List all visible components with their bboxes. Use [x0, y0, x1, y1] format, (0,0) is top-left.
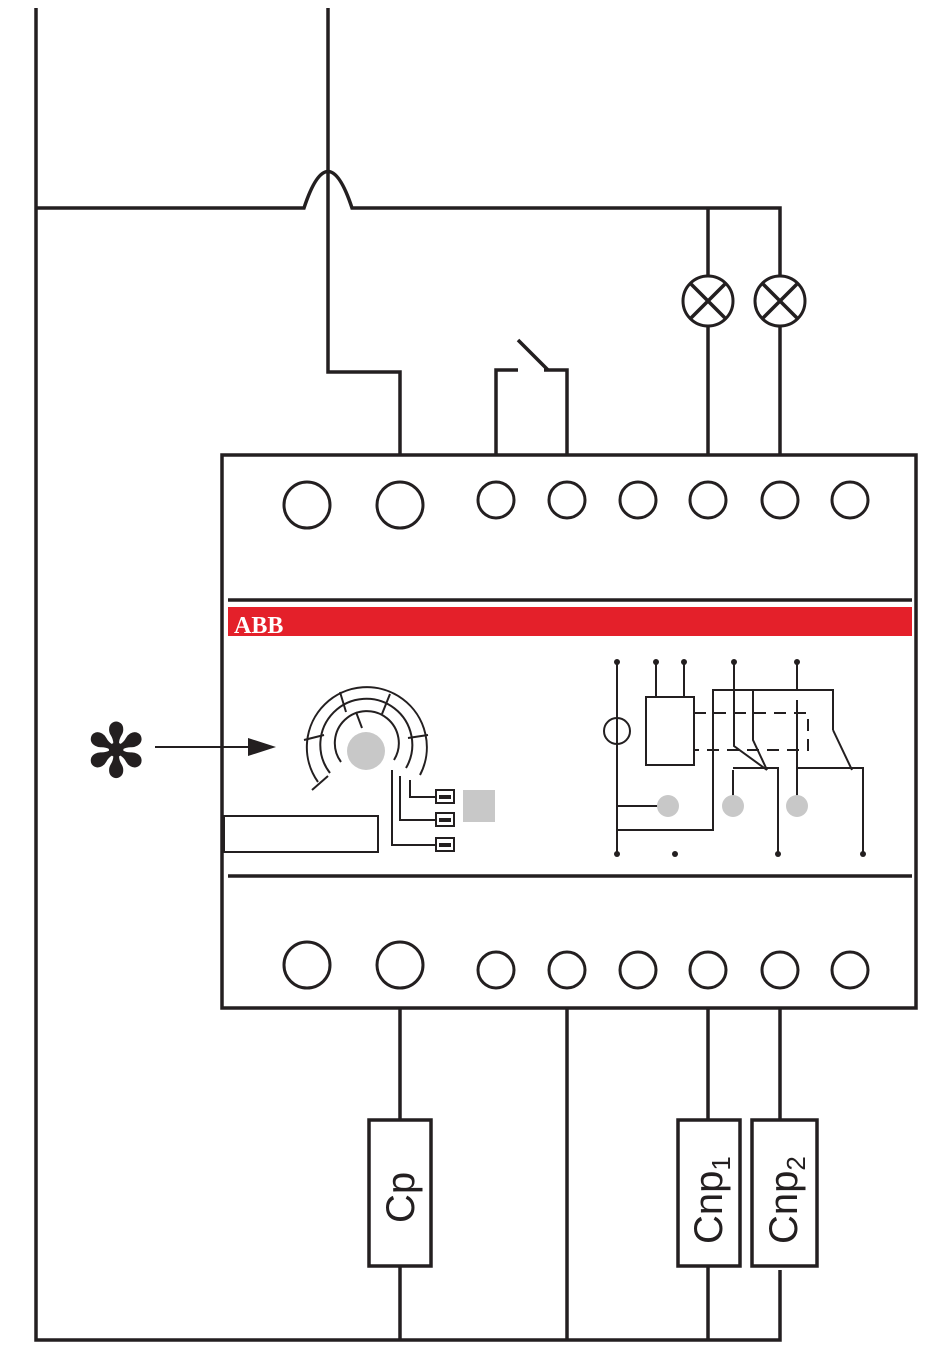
- terminal: [832, 952, 868, 988]
- terminal: [478, 482, 514, 518]
- terminal: [620, 482, 656, 518]
- terminal: [549, 952, 585, 988]
- terminal: [284, 942, 330, 988]
- terminal: [762, 952, 798, 988]
- lamp-icon: [683, 276, 733, 326]
- load-subscript-cnp2: 2: [781, 1156, 811, 1170]
- terminal: [832, 482, 868, 518]
- brand-bar: [228, 607, 912, 636]
- load-cnp2: Cnp2: [752, 1120, 817, 1266]
- brand-logo: ABB: [234, 613, 283, 639]
- incoming-wire-terminal-2: [328, 8, 400, 480]
- asterisk-symbol: ✻: [86, 712, 146, 792]
- indicator-square: [463, 790, 495, 822]
- load-label-cnp2: Cnp: [762, 1171, 806, 1244]
- terminal: [620, 952, 656, 988]
- load-label-cp: Cp: [379, 1172, 423, 1223]
- load-cnp1: Cnp1: [678, 1120, 740, 1266]
- lamp-icon: [755, 276, 805, 326]
- terminal: [690, 952, 726, 988]
- load-label-cnp1: Cnp: [687, 1171, 731, 1244]
- switch-icon: [518, 340, 548, 370]
- terminal: [377, 482, 423, 528]
- terminal: [549, 482, 585, 518]
- terminal: [284, 482, 330, 528]
- din-rail-device: ABB: [222, 455, 916, 1008]
- load-subscript-cnp1: 1: [706, 1156, 736, 1170]
- terminal: [377, 942, 423, 988]
- terminal: [478, 952, 514, 988]
- device-housing: [222, 455, 916, 1008]
- supply-wire: [36, 172, 780, 281]
- terminal: [690, 482, 726, 518]
- terminal: [762, 482, 798, 518]
- load-cp: Cp: [369, 1120, 431, 1266]
